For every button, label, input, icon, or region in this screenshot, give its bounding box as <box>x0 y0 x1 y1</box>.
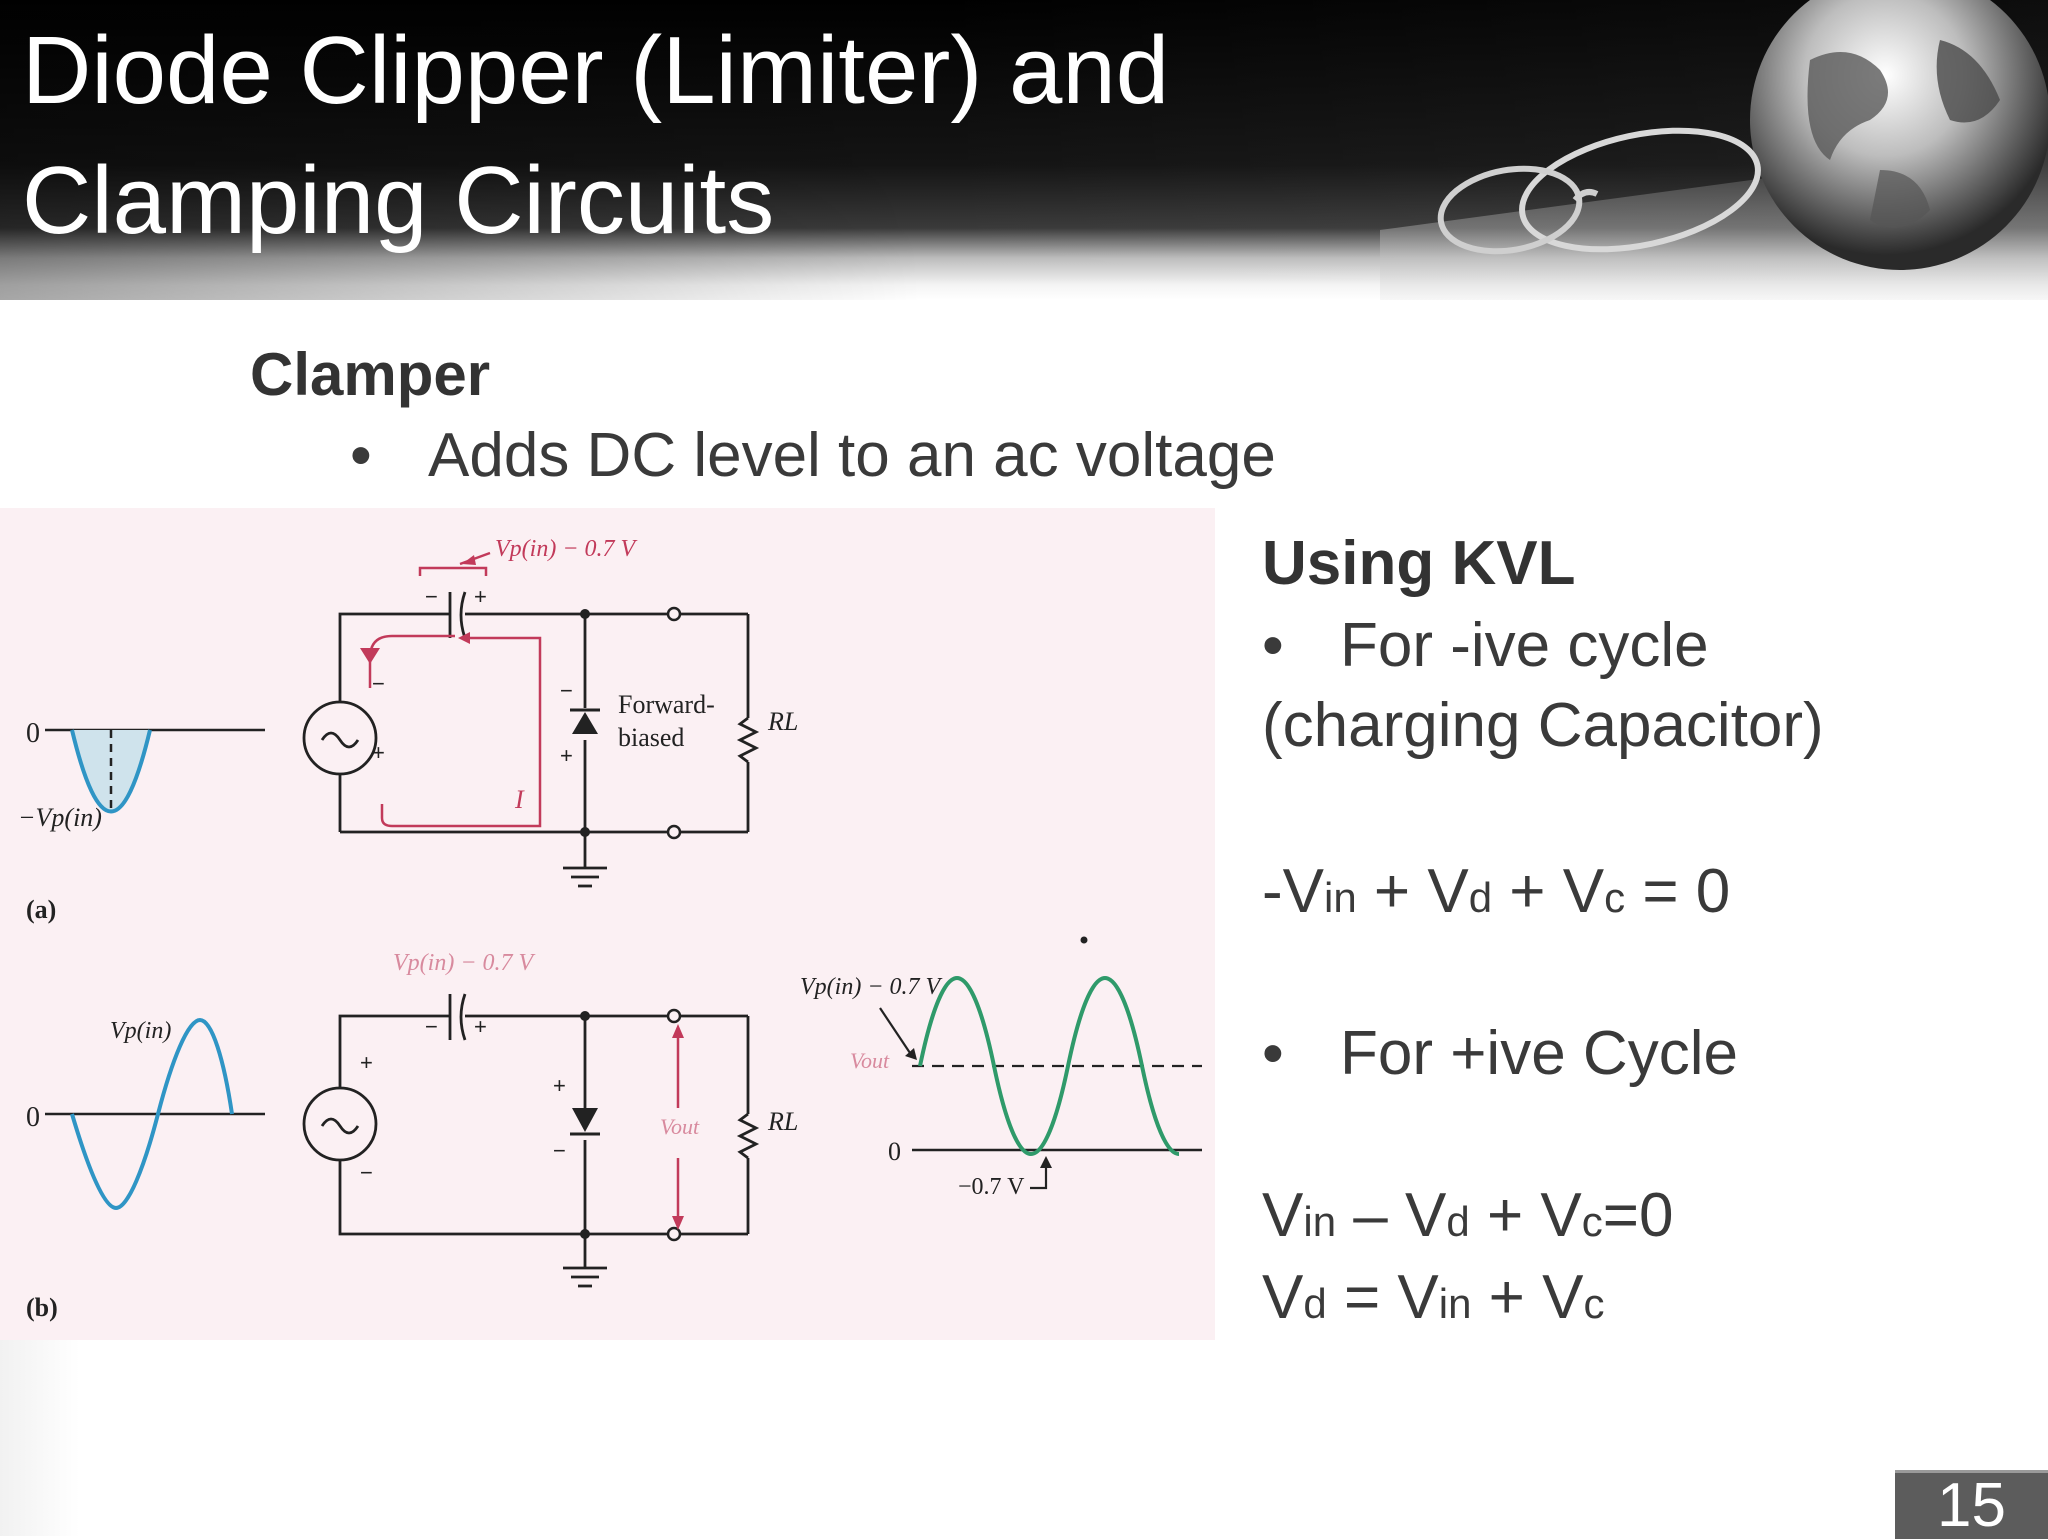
eq1-term-b: + V <box>1356 857 1469 926</box>
fig-label-a: (a) <box>26 895 56 924</box>
section-heading: Clamper <box>250 341 491 408</box>
eq2-term-b: – V <box>1336 1181 1447 1250</box>
equation-neg-cycle: -Vin + Vd + Vc = 0 <box>1262 856 1730 927</box>
pos-cycle-text: For +ive Cycle <box>1340 1019 1738 1088</box>
eq3-sub-b: in <box>1438 1280 1472 1327</box>
eq1-term-c: + V <box>1492 857 1605 926</box>
neg-peak-label-a: −Vp(in) <box>18 803 102 832</box>
neg-cycle-bullet: • For -ive cycle <box>1262 610 1709 681</box>
pos-bullet-marker: • <box>1262 1019 1284 1088</box>
diode-label-a-2: biased <box>618 723 684 752</box>
input-wave-b <box>70 1017 234 1211</box>
diode-symbol-a <box>572 712 598 734</box>
title-line-2: Clamping Circuits <box>22 147 775 254</box>
eq2-sub-b: d <box>1446 1198 1470 1245</box>
clamper-circuit-figure: 0 −Vp(in) <box>0 508 1215 1340</box>
svg-text:+: + <box>372 740 385 765</box>
output-min-label-b: −0.7 V <box>958 1174 1025 1200</box>
eq2-term-a: V <box>1262 1181 1304 1250</box>
output-level-label-b: Vp(in) − 0.7 V <box>800 974 943 1000</box>
zero-label-a: 0 <box>26 718 40 749</box>
circuit-diagram: 0 −Vp(in) <box>18 536 1202 1322</box>
slide-title: Diode Clipper (Limiter) and Clamping Cir… <box>22 6 1169 266</box>
bullet-item: • Adds DC level to an ac voltage <box>350 420 1276 491</box>
eq1-tail: = 0 <box>1625 857 1731 926</box>
bullet-text: Adds DC level to an ac voltage <box>428 421 1276 490</box>
fig-label-b: (b) <box>26 1293 58 1322</box>
svg-text:−: − <box>360 1160 373 1185</box>
svg-text:−: − <box>553 1138 566 1163</box>
svg-text:+: + <box>360 1050 373 1075</box>
vout-label-b: Vout <box>660 1114 700 1139</box>
eq3-term-b: = V <box>1326 1263 1439 1332</box>
kvl-heading: Using KVL <box>1262 529 1576 598</box>
svg-text:+: + <box>560 743 573 768</box>
load-label-b: RL <box>767 1107 798 1136</box>
eq2-term-c: + V <box>1469 1181 1582 1250</box>
footer-shadow <box>0 1340 80 1536</box>
eq2-sub-a: in <box>1303 1198 1337 1245</box>
eq1-term-a: -V <box>1262 857 1324 926</box>
bullet-marker: • <box>350 421 372 490</box>
diode-symbol-b <box>572 1108 598 1132</box>
neg-cycle-paren: (charging Capacitor) <box>1262 691 1824 760</box>
output-zero-label-b: 0 <box>888 1137 901 1166</box>
equation-diode-voltage: Vd = Vin + Vc <box>1262 1262 1604 1333</box>
svg-text:−: − <box>425 1014 438 1039</box>
globe-glasses-image <box>1380 0 2048 300</box>
eq3-sub-a: d <box>1303 1280 1327 1327</box>
page-number: 15 <box>1895 1470 2048 1539</box>
svg-text:+: + <box>474 584 487 609</box>
svg-text:−: − <box>425 584 438 609</box>
neg-bullet-marker: • <box>1262 611 1284 680</box>
title-line-1: Diode Clipper (Limiter) and <box>22 17 1170 124</box>
output-wave-b <box>918 975 1180 1157</box>
neg-cycle-text: For -ive cycle <box>1340 611 1709 680</box>
eq2-sub-c: c <box>1581 1198 1603 1245</box>
eq3-sub-c: c <box>1583 1280 1605 1327</box>
peak-label-b: Vp(in) <box>110 1018 171 1044</box>
eq1-sub-c: c <box>1604 874 1626 921</box>
cap-annotation-a: Vp(in) − 0.7 V <box>495 536 638 562</box>
equation-pos-cycle: Vin – Vd + Vc=0 <box>1262 1180 1673 1251</box>
diode-label-a-1: Forward- <box>618 690 715 719</box>
cap-annotation-b: Vp(in) − 0.7 V <box>393 950 536 976</box>
svg-text:−: − <box>372 671 385 696</box>
eq2-tail: =0 <box>1602 1181 1674 1250</box>
output-vout-label-b: Vout <box>850 1048 890 1073</box>
eq3-term-a: V <box>1262 1263 1304 1332</box>
load-label-a: RL <box>767 707 798 736</box>
eq1-sub-a: in <box>1324 874 1357 921</box>
slide-header: Diode Clipper (Limiter) and Clamping Cir… <box>0 0 2048 300</box>
current-label-a: I <box>514 785 525 814</box>
svg-text:−: − <box>560 678 573 703</box>
eq1-sub-b: d <box>1468 874 1493 921</box>
eq3-term-c: + V <box>1471 1263 1584 1332</box>
zero-label-b: 0 <box>26 1102 40 1133</box>
pos-cycle-bullet: • For +ive Cycle <box>1262 1018 1738 1089</box>
svg-text:+: + <box>474 1014 487 1039</box>
input-wave-a <box>70 729 152 814</box>
svg-text:+: + <box>553 1073 566 1098</box>
